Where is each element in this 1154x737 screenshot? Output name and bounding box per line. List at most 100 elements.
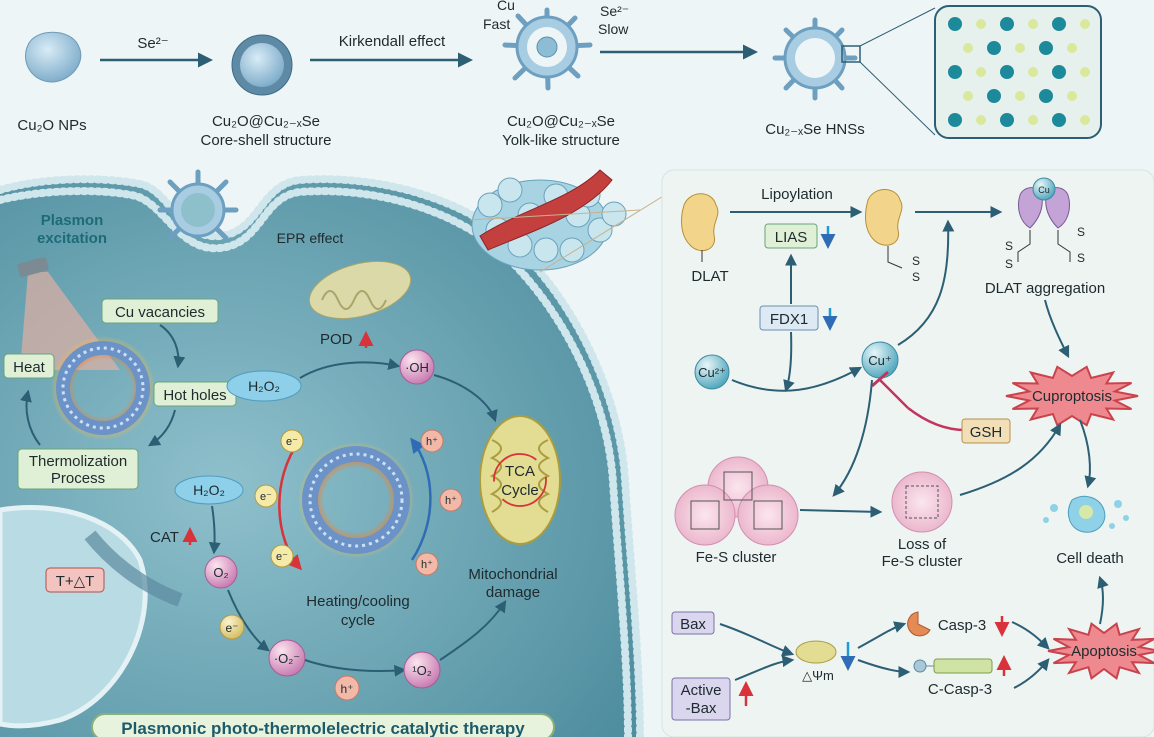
arrow-oh-mito xyxy=(433,374,498,423)
lattice-atom xyxy=(987,41,1001,55)
tca-label-1: TCA xyxy=(505,463,535,480)
lattice-atom xyxy=(987,89,1001,103)
nanostructure-epr xyxy=(157,169,239,241)
arrow-singlet-mito xyxy=(439,599,507,661)
tumor-cell xyxy=(533,237,559,263)
lattice-atom xyxy=(1039,89,1053,103)
lattice-atom xyxy=(963,91,973,101)
se-slow-label: Se²⁻ xyxy=(600,3,629,19)
lattice-atom xyxy=(976,19,986,29)
dlat-label: DLAT xyxy=(691,268,728,285)
cu2o-nanoparticle xyxy=(25,31,82,83)
s-label-2: S xyxy=(912,270,920,284)
arrow-fdx1-cu xyxy=(783,331,795,393)
lattice-atom xyxy=(1052,17,1066,31)
cu-fast-label: Cu xyxy=(497,0,515,13)
cu1-ion: Cu⁺ xyxy=(861,341,899,379)
lattice-atom xyxy=(1067,43,1077,53)
arrow-loss-cuproptosis xyxy=(959,422,1062,496)
o2-molecule: O₂ xyxy=(204,555,238,589)
arrow-cu1-dlat xyxy=(897,219,955,346)
lattice-atom xyxy=(948,17,962,31)
lattice-atom xyxy=(976,115,986,125)
hot-holes-box: Hot holes xyxy=(153,381,237,407)
lipoylation-label: Lipoylation xyxy=(761,186,833,203)
hole-badge: h⁺ xyxy=(439,488,463,512)
tumor-vessel-cluster xyxy=(469,169,666,273)
hole-badge: h⁺ xyxy=(420,429,444,453)
arrow-agg-cuproptosis xyxy=(1044,299,1070,359)
apoptosis-label: Apoptosis xyxy=(1071,643,1137,660)
arrow-thermo-heat xyxy=(20,389,41,446)
lattice-atom xyxy=(1080,115,1090,125)
thermolization-label-1: Thermolization xyxy=(29,453,127,470)
lattice-atom xyxy=(1067,91,1077,101)
gsh-label: GSH xyxy=(970,424,1003,441)
mitochondrion-top xyxy=(308,261,412,319)
hot-holes-label: Hot holes xyxy=(163,387,226,404)
arrow2-label: Kirkendall effect xyxy=(339,33,446,50)
cu1-label: Cu⁺ xyxy=(868,353,891,368)
singlet-o2-label: ¹O₂ xyxy=(412,663,432,678)
inhibition-bar xyxy=(871,370,889,388)
lattice-atom xyxy=(1015,43,1025,53)
np1-label: Cu₂O NPs xyxy=(17,117,86,134)
dying-cell-icon xyxy=(1043,495,1129,533)
electron-badge: e⁻ xyxy=(280,429,304,453)
lattice-atom xyxy=(1028,19,1038,29)
s-agg-2: S xyxy=(1005,257,1013,271)
arrow-casp3-apoptosis xyxy=(1011,621,1050,650)
arrow-h2o2-oh xyxy=(299,358,401,379)
pod-label: POD xyxy=(320,331,353,348)
electron-o2-label: e⁻ xyxy=(225,621,238,635)
arrow-h2o2-o2 xyxy=(208,505,221,555)
np3-label-2: Yolk-like structure xyxy=(502,132,620,149)
arrow-mmp-casp3 xyxy=(857,621,907,649)
h2o2-top: H₂O₂ xyxy=(226,370,302,402)
heat-label: Heat xyxy=(13,359,46,376)
tumor-cell xyxy=(601,201,627,227)
svg-text:e⁻: e⁻ xyxy=(276,551,288,563)
cu-vacancies-box: Cu vacancies xyxy=(101,298,219,324)
loss-fes-label-2: Fe-S cluster xyxy=(882,553,963,570)
tca-label-2: Cycle xyxy=(501,482,539,499)
cu-vacancies-label: Cu vacancies xyxy=(115,304,205,321)
fes-cluster-label: Fe-S cluster xyxy=(696,549,777,566)
lattice-atom xyxy=(976,67,986,77)
hole-badge: h⁺ xyxy=(415,552,439,576)
tumor-cell xyxy=(477,192,503,218)
hot-nanoring xyxy=(51,336,155,440)
np2-label-1: Cu₂O@Cu₂₋ₓSe xyxy=(212,113,320,130)
lias-label: LIAS xyxy=(775,229,808,246)
delta-psi-label: △Ψm xyxy=(802,668,834,683)
lattice-atom xyxy=(948,65,962,79)
hole-singlet: h⁺ xyxy=(334,675,360,701)
lattice-atom xyxy=(1039,41,1053,55)
plasmon-label-1: Plasmon xyxy=(41,212,104,229)
np3-label-1: Cu₂O@Cu₂₋ₓSe xyxy=(507,113,615,130)
lias-box: LIAS xyxy=(764,223,818,249)
active-bax-box: Active -Bax xyxy=(671,677,731,721)
core-shell-nanoparticle xyxy=(231,34,293,96)
cell-death-label: Cell death xyxy=(1056,550,1124,567)
lattice-atom xyxy=(963,43,973,53)
lattice-atom xyxy=(1028,115,1038,125)
arrow-activebax-mmp xyxy=(734,655,795,681)
lattice-atom xyxy=(948,113,962,127)
lattice-atom xyxy=(1028,67,1038,77)
casp3-label: Casp-3 xyxy=(938,617,986,634)
epr-label: EPR effect xyxy=(277,230,344,246)
casp3-icon xyxy=(907,611,931,637)
singlet-oxygen: ¹O₂ xyxy=(403,651,441,689)
h2o2-top-label: H₂O₂ xyxy=(248,378,280,394)
hollow-nanostructure xyxy=(772,7,936,136)
cu-aggregation-label: Cu xyxy=(1038,185,1050,195)
loss-fes-cluster xyxy=(891,471,953,533)
s-agg-4: S xyxy=(1077,251,1085,265)
cat-label: CAT xyxy=(150,529,179,546)
arrow-cu2-cu1 xyxy=(731,366,863,392)
oh-radical: ·OH xyxy=(399,349,435,385)
electron-badge: e⁻ xyxy=(254,484,278,508)
np4-label: Cu₂₋ₓSe HNSs xyxy=(765,121,865,138)
